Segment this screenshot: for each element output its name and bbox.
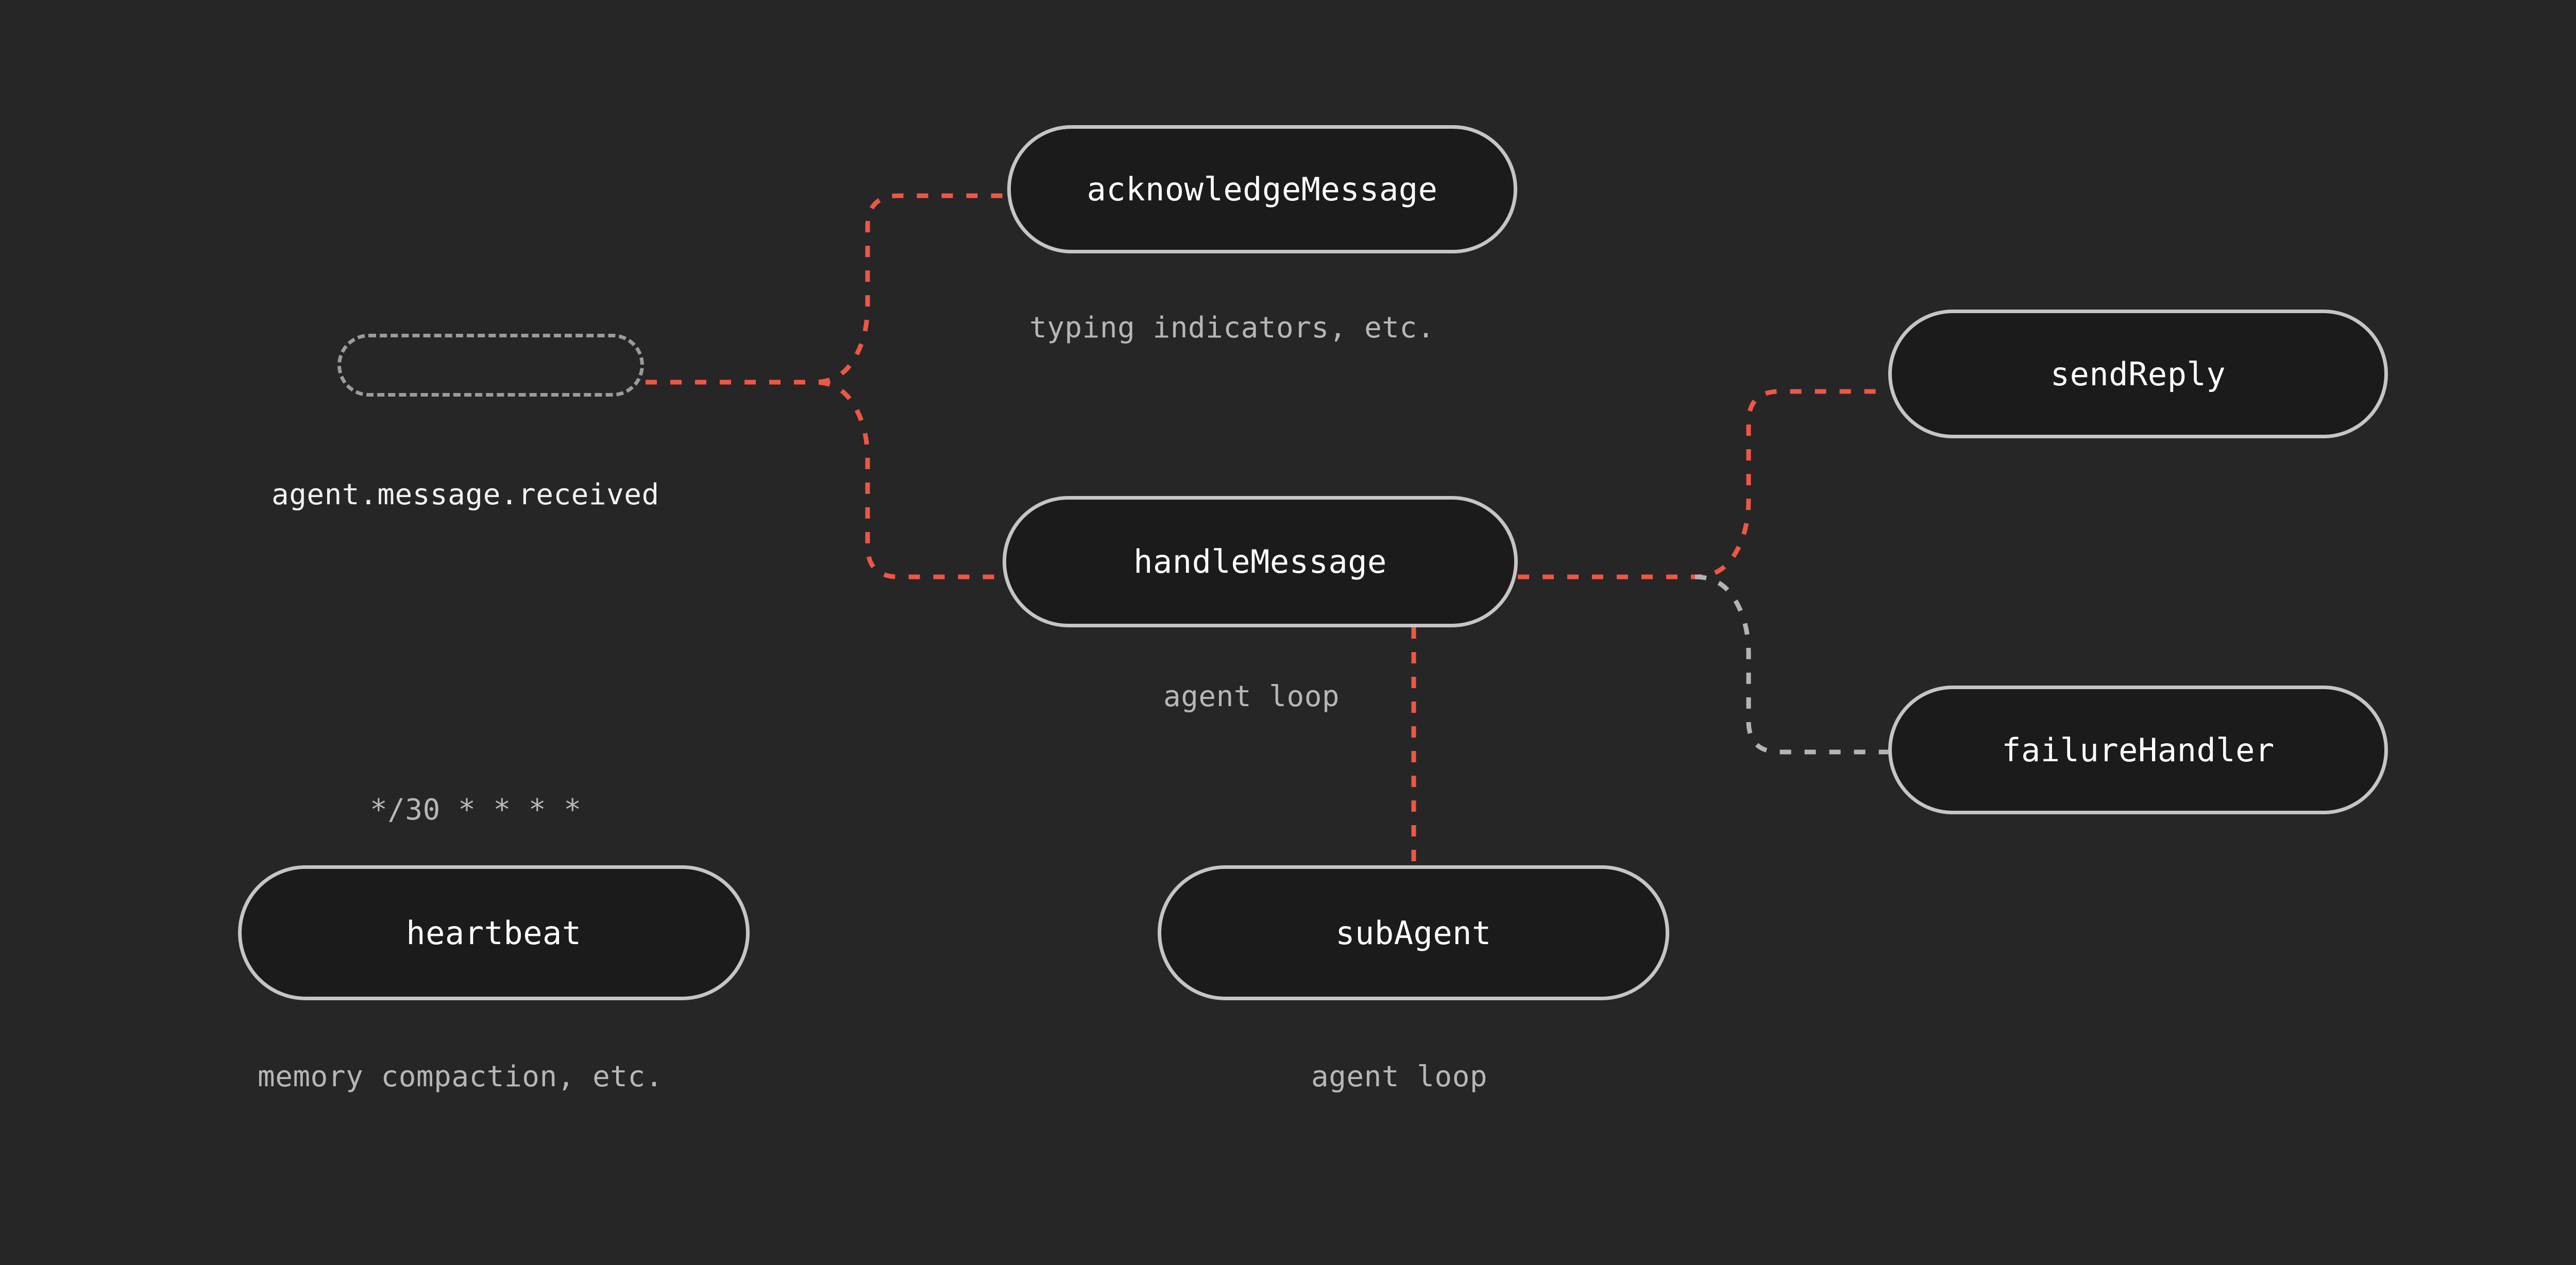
caption-sub-agent-agent-loop: agent loop (1311, 1060, 1488, 1093)
node-label: acknowledgeMessage (1087, 170, 1438, 208)
node-agent-message-received[interactable] (337, 334, 644, 397)
edge-handle-to-send-reply (1518, 389, 1888, 579)
node-label: handleMessage (1133, 543, 1387, 580)
node-label: subAgent (1335, 914, 1492, 952)
node-handle-message[interactable]: handleMessage (1003, 496, 1518, 627)
caption-typing-indicators: typing indicators, etc. (1029, 311, 1435, 345)
edge-event-to-handle (646, 380, 1003, 579)
node-label: failureHandler (2002, 731, 2275, 769)
caption-agent-message-received: agent.message.received (272, 478, 659, 511)
edge-handle-to-failure-handler (1694, 574, 1888, 755)
node-heartbeat[interactable]: heartbeat (238, 865, 750, 1000)
node-label: heartbeat (406, 914, 582, 952)
caption-handle-message-agent-loop: agent loop (1163, 680, 1340, 713)
edge-event-to-acknowledge (646, 193, 1007, 385)
caption-cron-schedule: */30 * * * * (370, 793, 582, 827)
node-sub-agent[interactable]: subAgent (1158, 865, 1669, 1000)
node-failure-handler[interactable]: failureHandler (1888, 686, 2388, 814)
node-label: sendReply (2050, 355, 2226, 393)
caption-memory-compaction: memory compaction, etc. (258, 1060, 663, 1093)
node-send-reply[interactable]: sendReply (1888, 310, 2388, 438)
node-acknowledge-message[interactable]: acknowledgeMessage (1007, 125, 1517, 253)
